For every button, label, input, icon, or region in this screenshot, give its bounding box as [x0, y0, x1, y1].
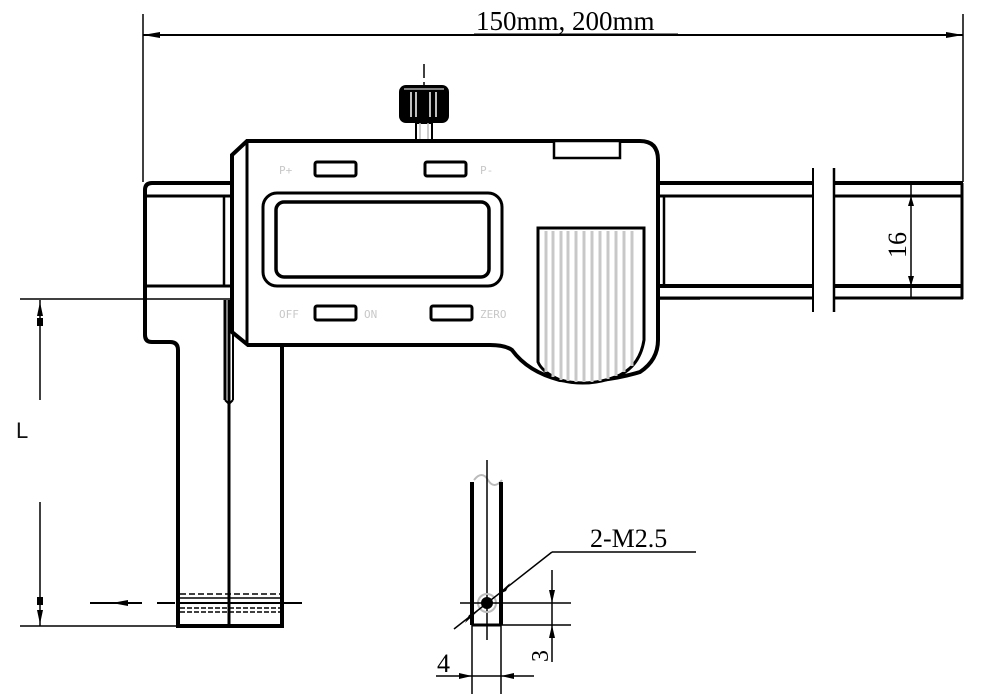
on-label: ON — [364, 308, 377, 321]
overall-length-label: 150mm, 200mm — [476, 6, 655, 36]
beam — [143, 168, 964, 312]
p-minus-label: P- — [480, 164, 493, 177]
beam-height-label: 16 — [883, 232, 912, 258]
p-plus-button[interactable] — [313, 160, 358, 178]
jaw-length-label: L — [16, 418, 28, 443]
jaw-length-dimension: L — [16, 300, 178, 627]
zero-button[interactable] — [429, 304, 474, 322]
sliding-blade — [223, 300, 234, 406]
p-minus-button[interactable] — [423, 160, 468, 178]
on-off-button[interactable] — [313, 304, 358, 322]
tip-width-label: 4 — [437, 649, 450, 678]
p-plus-label: P+ — [279, 164, 293, 177]
lcd-screen — [274, 200, 491, 279]
zero-label: ZERO — [480, 308, 507, 321]
tip-offset-label: 3 — [528, 650, 554, 662]
overall-length-dimension: 150mm, 200mm — [142, 6, 964, 182]
knurled-grip — [536, 226, 646, 385]
tip-detail-view: 2-M2.5 3 4 — [436, 460, 696, 694]
thread-spec-label: 2-M2.5 — [590, 524, 667, 553]
fixed-jaw — [90, 300, 302, 628]
beam-height-dimension: 16 — [883, 184, 914, 297]
buttons: P+ P- OFF ON ZERO — [279, 160, 507, 322]
off-label: OFF — [279, 308, 299, 321]
